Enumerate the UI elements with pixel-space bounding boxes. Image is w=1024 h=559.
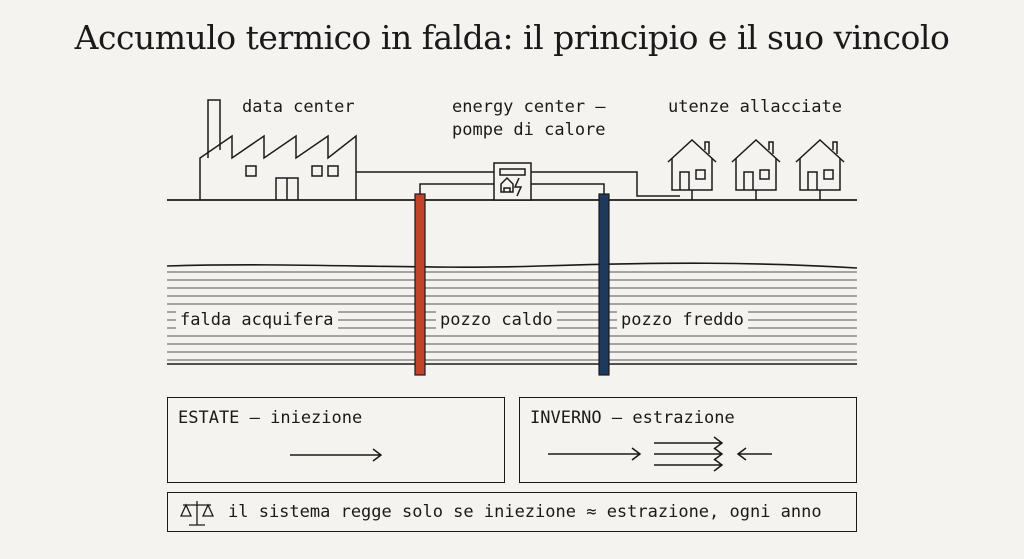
summer-panel-title: ESTATE — iniezione xyxy=(178,408,363,428)
hot-well xyxy=(414,193,426,376)
summer-panel: ESTATE — iniezione xyxy=(167,397,505,483)
utenze-label: utenze allacciate xyxy=(668,97,842,117)
data-center-icon xyxy=(199,99,357,200)
cold-well-label: pozzo freddo xyxy=(617,309,748,331)
houses-icon xyxy=(667,138,845,200)
energy-center-icon xyxy=(493,162,532,201)
aquifer-top-boundary xyxy=(166,262,858,269)
balance-scale-icon xyxy=(179,501,215,526)
winter-panel: INVERNO — estrazione xyxy=(519,397,857,483)
cold-well xyxy=(598,193,610,376)
constraint-text: il sistema regge solo se iniezione ≈ est… xyxy=(228,502,822,522)
energy-center-label-line1: energy center — xyxy=(452,97,606,117)
data-center-label: data center xyxy=(242,97,355,117)
page-title: Accumulo termico in falda: il principio … xyxy=(74,18,950,57)
extraction-arrows xyxy=(548,436,772,472)
injection-arrow xyxy=(290,448,383,462)
hot-well-label: pozzo caldo xyxy=(436,309,557,331)
aquifer-label: falda acquifera xyxy=(176,309,338,331)
constraint-footer: il sistema regge solo se iniezione ≈ est… xyxy=(167,492,857,532)
pipe-connections xyxy=(356,171,680,197)
energy-center-label-line2: pompe di calore xyxy=(452,120,606,140)
winter-panel-title: INVERNO — estrazione xyxy=(530,408,735,428)
